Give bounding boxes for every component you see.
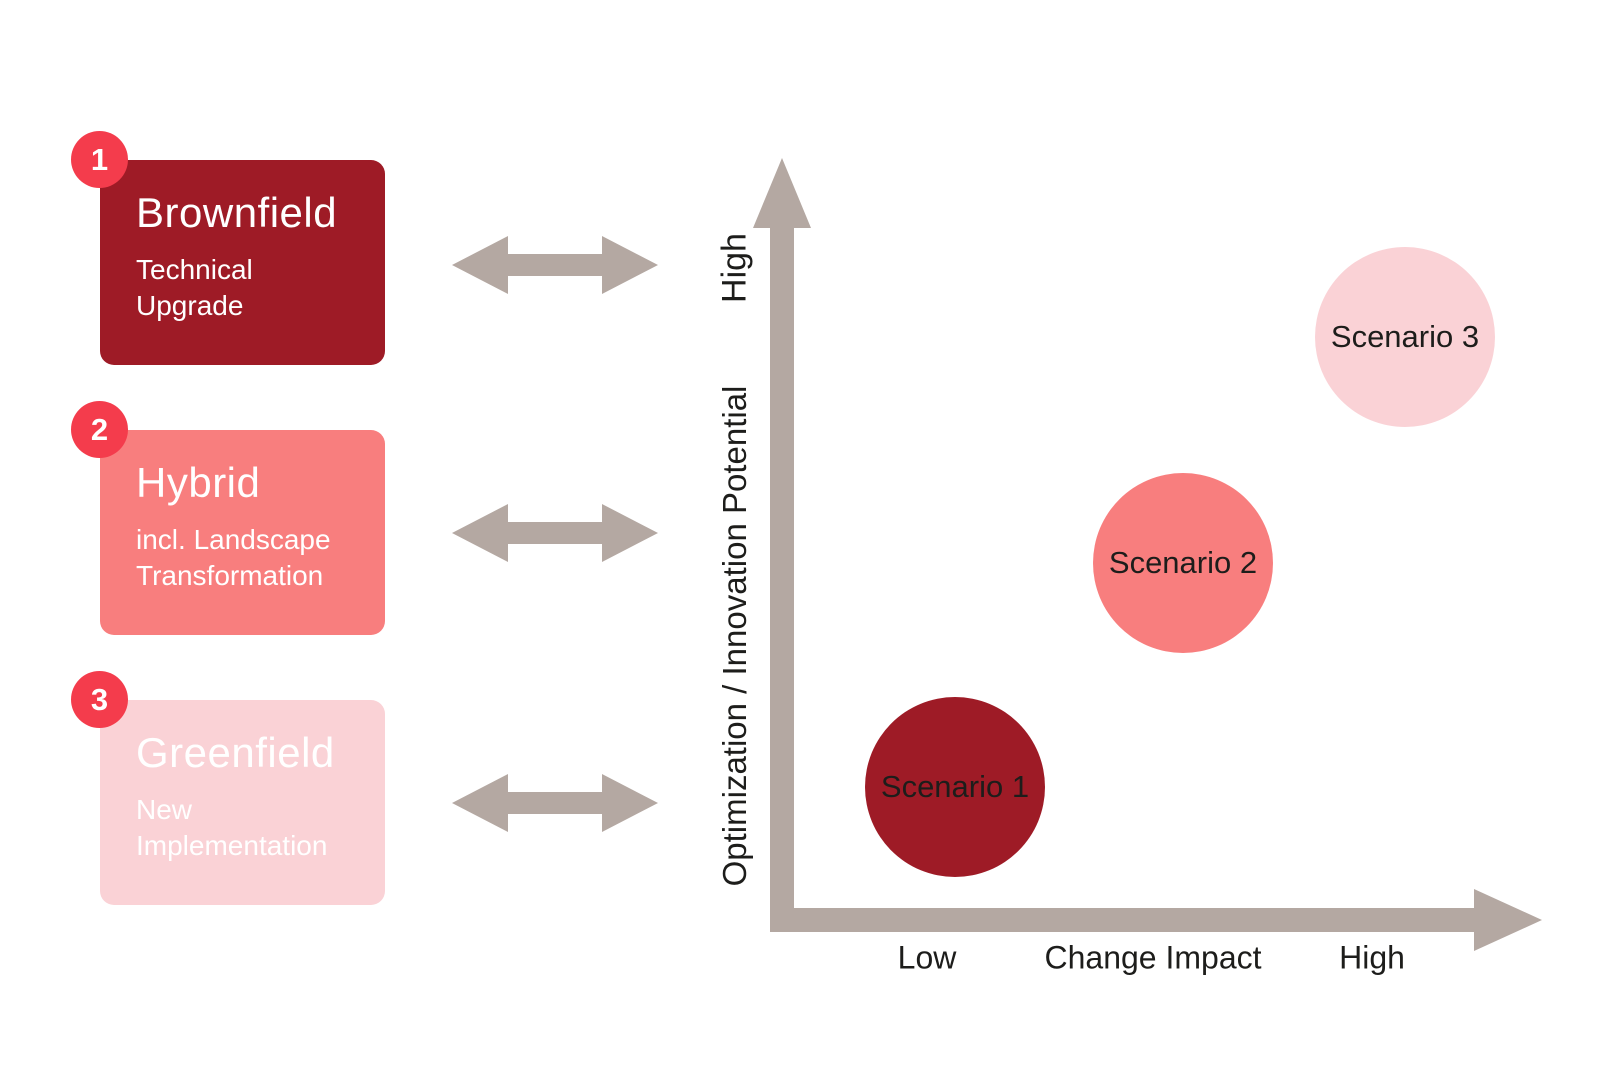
scenario-1-bubble: Scenario 1 <box>865 697 1045 877</box>
badge-number: 1 <box>90 141 109 177</box>
card-title: Brownfield <box>136 189 338 236</box>
x-axis-line <box>770 908 1476 932</box>
number-badge: 3 <box>71 671 128 728</box>
bubble-label: Scenario 2 <box>1108 545 1258 580</box>
badge-number: 2 <box>90 411 109 447</box>
bubble-label: Scenario 3 <box>1330 319 1480 354</box>
scenario-2-bubble: Scenario 2 <box>1093 473 1273 653</box>
y-axis-title: Optimization / Innovation Potential <box>716 385 753 887</box>
card-title: Hybrid <box>136 459 261 506</box>
option-card-brownfield: Brownfield Technical Upgrade <box>100 160 385 365</box>
card-title: Greenfield <box>136 729 335 776</box>
y-axis-tick-high: High <box>715 233 754 303</box>
number-badge: 2 <box>71 401 128 458</box>
y-axis-line <box>770 222 794 932</box>
double-arrow-icon <box>452 236 658 294</box>
card-subtitle: Technical Upgrade <box>136 254 253 321</box>
bubble-label: Scenario 1 <box>880 769 1030 804</box>
option-card-hybrid: Hybrid incl. Landscape Transformation <box>100 430 385 635</box>
double-arrow-icon <box>452 774 658 832</box>
x-axis-tick-low: Low <box>897 939 957 976</box>
y-axis-arrowhead-icon <box>753 158 811 228</box>
card-subtitle: incl. Landscape Transformation <box>136 524 331 591</box>
double-arrow-icon <box>452 504 658 562</box>
number-badge: 1 <box>71 131 128 188</box>
option-card-greenfield: Greenfield New Implementation <box>100 700 385 905</box>
scenario-3-bubble: Scenario 3 <box>1315 247 1495 427</box>
x-axis-tick-high: High <box>1339 939 1405 976</box>
badge-number: 3 <box>90 681 109 717</box>
x-axis-title: Change Impact <box>1044 939 1262 976</box>
card-subtitle: New Implementation <box>136 794 328 861</box>
x-axis-arrowhead-icon <box>1474 889 1542 951</box>
